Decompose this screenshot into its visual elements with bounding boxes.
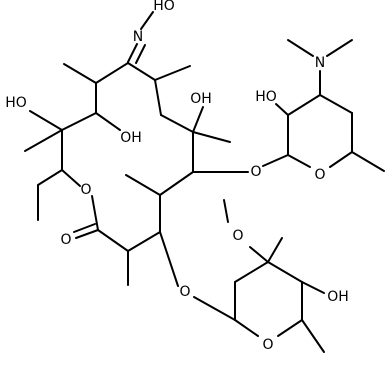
bond-des-c3-c4 [319,94,353,114]
c11-oh-label: OH [120,130,142,146]
bond-c12-oh [29,110,63,131]
bond-c8-methyl [154,65,191,81]
cladinose-ring-o-label: O [262,337,273,353]
lactone-o-label: O [80,182,91,198]
bond-clad-c5-methyl [301,319,325,353]
bond-c10-methyl [63,63,97,84]
bond-c11-c12 [61,112,97,131]
bond-clad-ome-methyl [223,199,229,223]
bond-c2-c3 [127,231,161,252]
bond-des-ringo-c1 [287,154,311,168]
bond-des-o-c1 [262,154,289,167]
bond-c6-oh [192,106,204,133]
carbonyl-o-label: O [60,232,71,248]
bond-des-c2-ho [275,103,289,116]
dimethylamino-n-label: N [315,55,325,71]
bond-des-n-me1 [287,39,314,57]
bond-c1-carbonyl-double [73,223,96,233]
bond-oxime-o-n [140,11,154,30]
desosamine-glycosidic-o-label: O [250,164,261,180]
bond-clad-c3-c4 [267,261,303,283]
bond-c4-c5 [159,171,194,196]
bond-c4-methyl [125,174,161,196]
bonds [24,11,385,353]
oxime-oh-label: HO [153,0,175,14]
bond-c11-oh [95,112,121,131]
bond-oxime-n-c9 [127,43,138,63]
bond-c13-ethyl-a [37,169,63,186]
bond-c6-methyl [192,131,231,143]
bond-c13-o-lactone [61,169,81,187]
c12-ho-label: HO [5,95,27,111]
bond-oxime-n-c9-double [135,44,146,64]
bond-clad-o-c1 [193,296,236,321]
bond-c7-c8 [154,79,162,116]
methoxy-o-label: O [232,228,243,244]
desosamine-ring-o-label: O [314,167,325,183]
bond-c9-c10 [95,62,129,84]
c6-oh-label: OH [190,91,212,107]
bond-c6-c7 [160,114,194,133]
bond-c1-carbonyl [75,229,99,239]
bond-des-c5-ringo [329,151,353,168]
bond-c8-c9 [127,62,156,81]
bond-c12-methyl [24,129,63,152]
bond-c3-o-clad [159,231,179,287]
bond-clad-ringo-c1 [234,319,259,337]
bond-des-c2-c3 [287,94,321,116]
bond-des-c5-methyl [351,151,385,172]
bond-clad-c4-oh [301,281,325,294]
bond-clad-c5-ringo [277,319,303,337]
bond-clad-c3-methyl [267,237,283,263]
bond-des-n-me2 [326,39,353,57]
bond-o-lactone-c1 [91,195,99,231]
oxime-n-label: N [133,29,143,45]
bond-c1-c2 [97,229,129,252]
bond-clad-c3-ome [249,246,269,263]
cladinose-glycosidic-o-label: O [179,284,190,300]
atom-labels: HO N HO OH OH O O O N HO O O O OH O [5,0,349,353]
desosamine-ho-label: HO [255,89,277,105]
cladinose-oh-label: OH [327,289,349,305]
bond-clad-c2-c3 [234,261,269,283]
